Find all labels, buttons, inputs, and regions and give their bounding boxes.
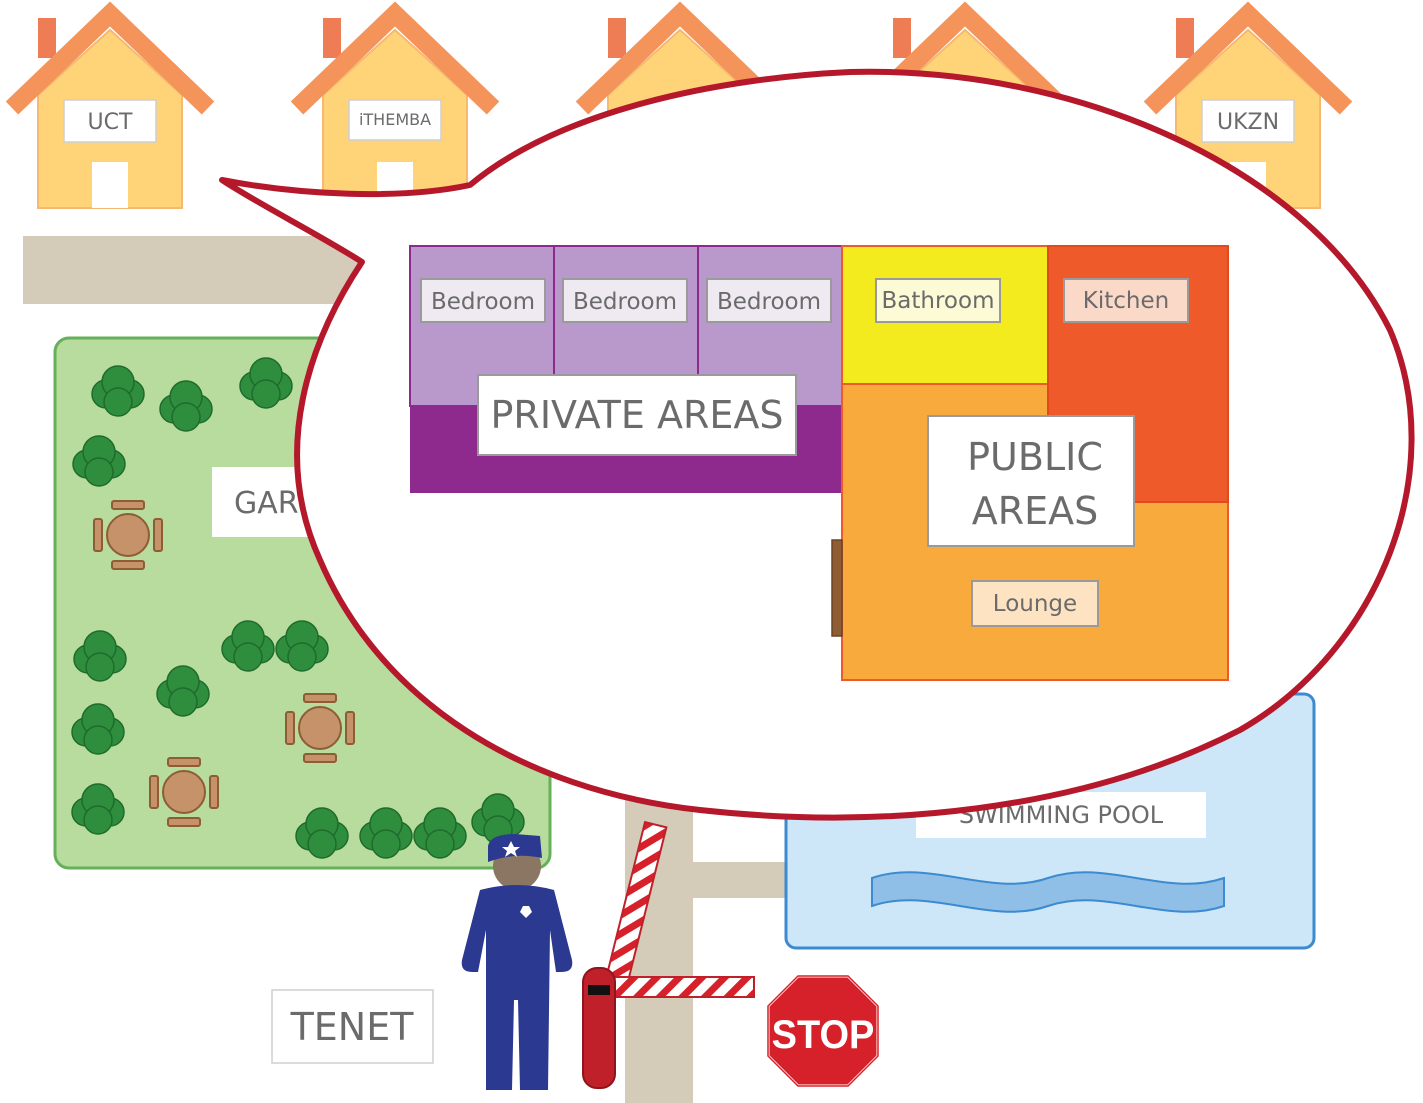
bedroom-label-box — [562, 278, 688, 323]
house-label: iTHEMBA — [359, 110, 431, 129]
kitchen-label: Kitchen — [1083, 288, 1169, 314]
public-areas-label-box — [927, 415, 1135, 547]
bedroom-label: Bedroom — [717, 289, 821, 315]
kitchen-label-box — [1063, 278, 1189, 323]
house-door — [92, 162, 128, 208]
private-areas-label-box — [477, 374, 797, 456]
chimney — [323, 18, 341, 58]
house-label-box — [63, 99, 157, 143]
house-roof — [290, 1, 500, 115]
house-ithemba: iTHEMBA — [290, 1, 500, 209]
speech-bubble: Bedroom Bedroom Bedroom PRIVATE AREAS Ba… — [219, 68, 1415, 821]
lounge-label-box — [971, 580, 1099, 627]
house-uct: UCT — [5, 1, 215, 209]
bedroom-label: Bedroom — [431, 289, 535, 315]
public-areas-label-line2: AREAS — [972, 489, 1099, 533]
chimney — [608, 18, 626, 58]
barrier-arm-lowered — [605, 976, 755, 998]
boom-barrier — [582, 820, 755, 1089]
floor-plan: Bedroom Bedroom Bedroom PRIVATE AREAS Ba… — [409, 245, 1229, 681]
house-roof — [575, 1, 785, 115]
house-label: UCT — [88, 110, 133, 135]
tenet-label-box — [271, 989, 434, 1064]
tenet-label: TENET — [290, 1005, 415, 1049]
chimney — [38, 18, 56, 58]
house-roof — [1143, 1, 1353, 115]
bathroom-label: Bathroom — [882, 288, 995, 314]
bedroom-label: Bedroom — [573, 289, 677, 315]
lounge-label: Lounge — [993, 591, 1077, 617]
pool-wave — [871, 871, 1225, 913]
bedroom-label-box — [706, 278, 832, 323]
bedroom-label-box — [420, 278, 546, 323]
house-label-box — [348, 99, 442, 141]
chimney — [893, 18, 911, 58]
front-door — [831, 539, 843, 637]
private-areas-label: PRIVATE AREAS — [491, 393, 784, 437]
house-label-box — [1201, 99, 1295, 143]
public-areas-label-line1: PUBLIC — [967, 435, 1103, 479]
house-roof — [5, 1, 215, 115]
bathroom-label-box — [875, 278, 1001, 323]
house-label: UKZN — [1217, 110, 1279, 135]
security-guard-icon — [461, 834, 573, 1090]
barrier-post — [582, 967, 616, 1089]
garden-label: GAR — [234, 486, 299, 521]
stop-sign-label: STOP — [772, 1013, 875, 1057]
chimney — [1176, 18, 1194, 58]
stop-sign-icon: STOP — [766, 974, 880, 1088]
pool-path — [690, 862, 790, 898]
